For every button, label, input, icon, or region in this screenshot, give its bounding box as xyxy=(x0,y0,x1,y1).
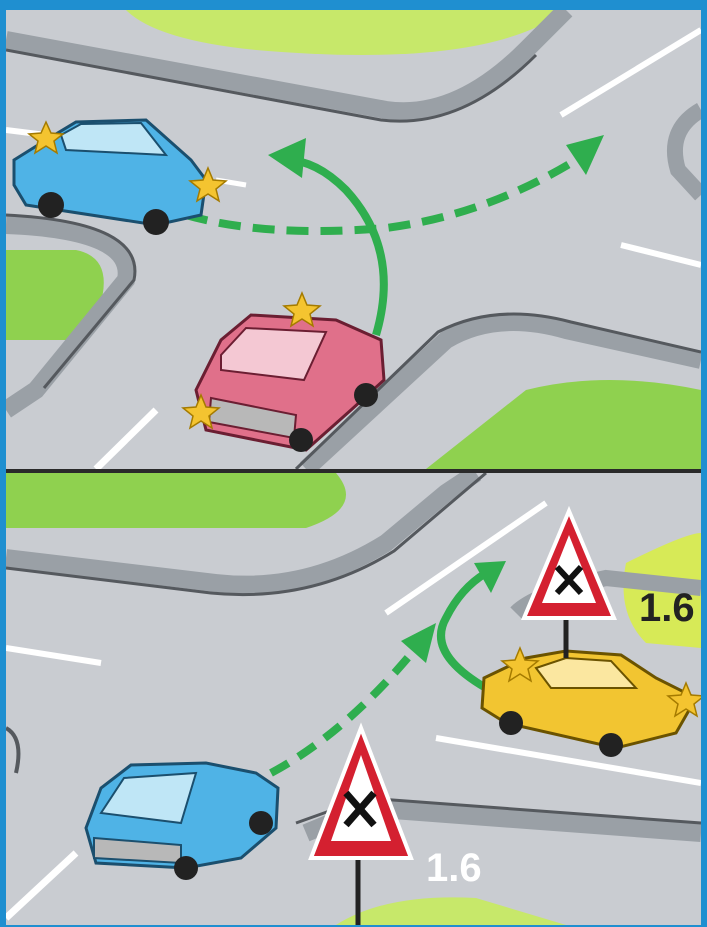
grass-patch xyxy=(336,897,566,925)
yellow-car xyxy=(482,648,701,757)
straight-dashed-arrow xyxy=(271,648,416,773)
curb xyxy=(675,110,701,195)
top-intersection-illustration xyxy=(6,10,701,469)
grass-patch xyxy=(126,10,566,55)
grass-patch xyxy=(6,473,346,528)
sign-label-bottom: 1.6 xyxy=(426,846,482,890)
grass-patch xyxy=(426,380,701,469)
lane-marking xyxy=(561,30,701,115)
arrow-head xyxy=(566,135,604,175)
straight-dashed-arrow xyxy=(186,160,576,231)
lane-marking xyxy=(6,648,101,663)
top-intersection-panel xyxy=(6,10,701,473)
sign-label-right: 1.6 xyxy=(639,586,695,630)
lane-marking xyxy=(436,738,701,783)
intersection-warning-sign xyxy=(524,511,614,658)
arrow-head xyxy=(268,138,306,178)
lane-marking xyxy=(6,853,76,918)
intersection-warning-sign xyxy=(311,728,411,925)
bottom-intersection-panel: 1.6 1.6 xyxy=(6,473,701,925)
lane-marking xyxy=(96,410,156,469)
blue-car xyxy=(86,763,278,880)
left-turn-arrow xyxy=(441,573,486,688)
curb-edge xyxy=(6,728,18,773)
lane-marking xyxy=(621,245,701,265)
bottom-intersection-illustration: 1.6 1.6 xyxy=(6,473,701,925)
